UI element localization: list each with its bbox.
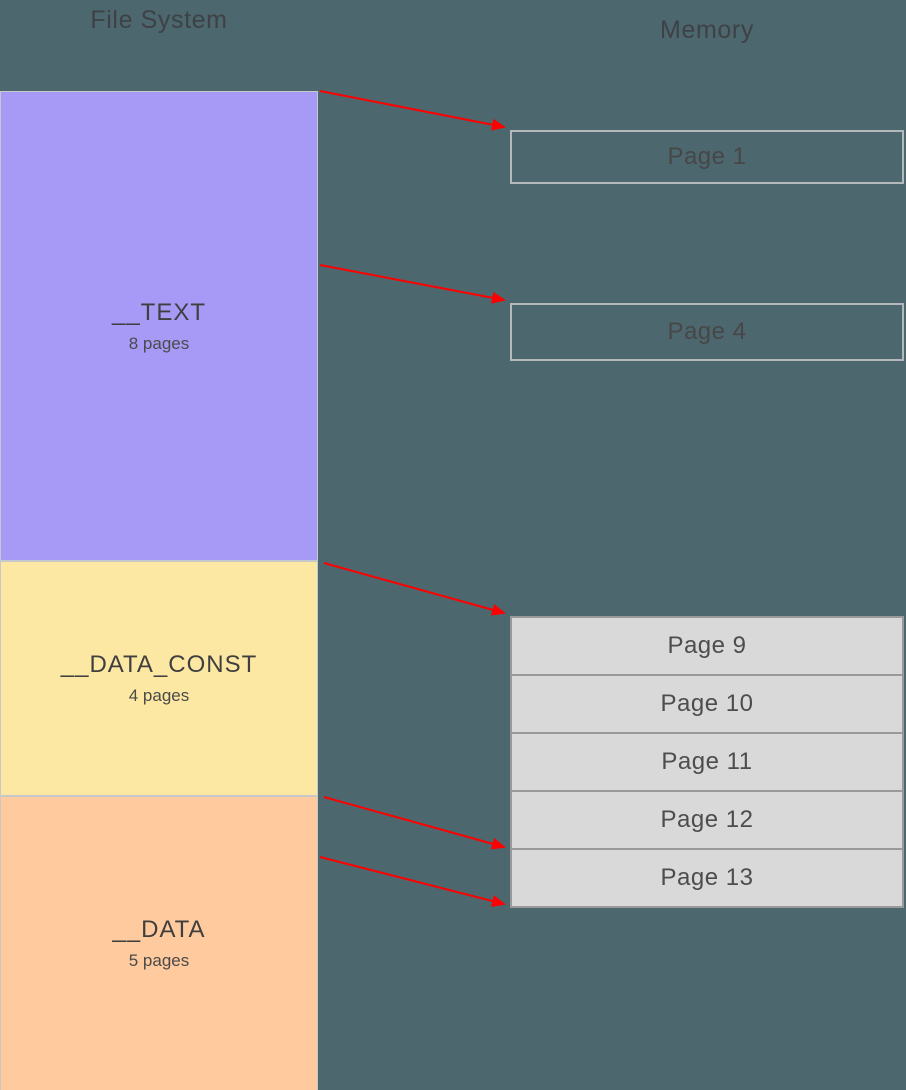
memory-page-9: Page 9	[667, 632, 747, 659]
segment-data-const-label: __DATA_CONST	[60, 651, 258, 678]
segment-text-size: 8 pages	[128, 333, 190, 353]
memory-page-11: Page 11	[512, 732, 902, 790]
arrow-text-to-page4	[319, 264, 506, 304]
arrow-data-to-page13-bottom	[319, 856, 506, 907]
segment-text-label: __TEXT	[111, 298, 207, 326]
file-system-title: File System	[90, 6, 228, 34]
arrow-text-to-page1	[319, 90, 506, 131]
segment-text: __TEXT 8 pages	[0, 91, 318, 561]
memory-title: Memory	[660, 16, 754, 44]
segment-data: __DATA 5 pages	[0, 796, 318, 1090]
segment-data-const: __DATA_CONST 4 pages	[0, 561, 318, 796]
segment-data-label: __DATA	[112, 916, 206, 943]
segment-data-size: 5 pages	[128, 951, 190, 970]
memory-page-1: Page 1	[510, 130, 904, 184]
memory-page-run: Page 9 Page 10 Page 11 Page 12 Page 13	[510, 616, 904, 908]
memory-page-10: Page 10	[512, 674, 902, 732]
arrow-data-to-page13-top	[323, 796, 506, 850]
segment-data-const-size: 4 pages	[128, 686, 190, 705]
memory-page-13: Page 13	[512, 848, 902, 906]
arrow-dataconst-to-page9	[323, 562, 506, 616]
memory-page-12: Page 12	[512, 790, 902, 848]
memory-page-4: Page 4	[510, 303, 904, 361]
